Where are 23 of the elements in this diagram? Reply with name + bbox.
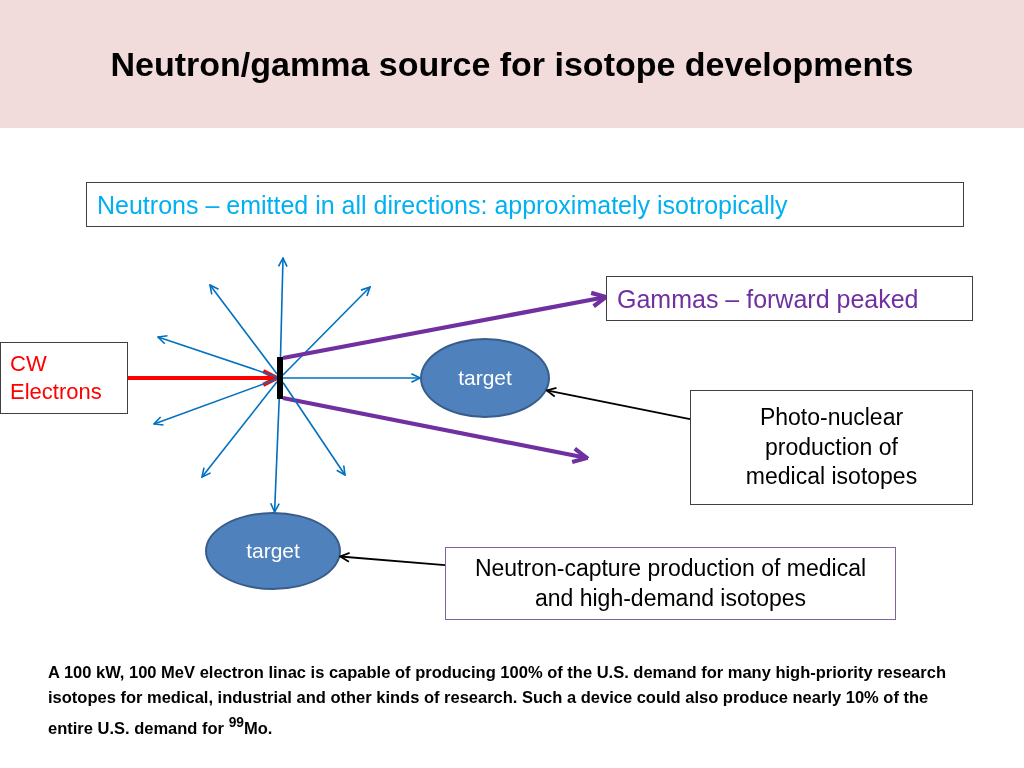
arrow: [157, 334, 278, 378]
note-box: Neutron-capture production of medical and high-demand isotopes: [445, 547, 896, 620]
target-ellipse: target: [205, 512, 341, 590]
label-box: CW Electrons: [0, 342, 128, 414]
arrow: [282, 372, 421, 384]
arrow: [153, 378, 278, 426]
arrow: [282, 286, 371, 376]
slide-title: Neutron/gamma source for isotope developments: [110, 44, 914, 84]
arrow: [201, 381, 278, 478]
converter-bar: [277, 357, 283, 399]
arrow: [282, 395, 590, 465]
caption-text: A 100 kW, 100 MeV electron linac is capable of producing 100% of the U.S. demand for many high-priority research isotopes for medical, industrial and other kinds of research. Such a device could also produce nearly 10% of the entire U.S. demand for $^{99}$Mo.: [48, 662, 947, 739]
note-box: Photo-nuclear production of medical isotopes: [690, 390, 973, 505]
arrow: [269, 398, 280, 513]
arrow: [545, 386, 691, 420]
arrow: [128, 369, 280, 387]
arrow: [277, 257, 288, 358]
note-box: Neutrons – emitted in all directions: approximately isotropically: [86, 182, 964, 227]
arrow: [282, 381, 346, 476]
arrow: [339, 551, 446, 566]
target-ellipse: target: [420, 338, 550, 418]
note-box: Gammas – forward peaked: [606, 276, 973, 321]
arrow: [209, 284, 278, 375]
